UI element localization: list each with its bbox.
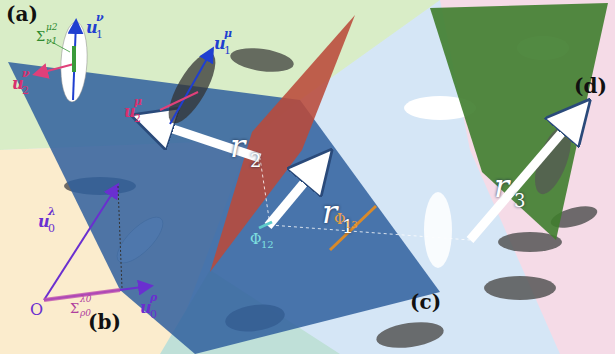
vector-sub: 1 [96, 29, 103, 40]
vector-sub: 0 [150, 309, 157, 320]
vector-sup: λ [48, 206, 56, 217]
panel-letter: (a) [6, 4, 38, 24]
panel-letter: (b) [88, 312, 121, 332]
vector-symbol: u [214, 36, 226, 52]
vector-symbol: u [124, 104, 136, 120]
covariance-sup: μ2 [46, 23, 58, 32]
vector-sup: μ [134, 96, 142, 107]
panel-letter: (c) [410, 292, 441, 312]
vector-symbol: u [140, 300, 152, 316]
normal-name: r [494, 170, 509, 202]
angle-symbol: Φ [250, 232, 261, 246]
normal-index: 3 [514, 192, 525, 210]
vector-sub: 0 [48, 223, 55, 234]
panel-letter: (d) [574, 76, 607, 96]
angle-index: 13 [345, 220, 358, 230]
vector-sub: 2 [134, 113, 141, 124]
vector-sup: μ [224, 28, 232, 39]
origin-label: O [30, 302, 43, 318]
vector-sub: 2 [22, 85, 29, 96]
covariance-symbol: Σ [36, 30, 45, 43]
vector-sup: ν [96, 12, 104, 23]
covariance-sub: ν1 [46, 37, 57, 46]
vector-sup: ν [22, 68, 30, 79]
angle-symbol: Φ [334, 212, 345, 226]
vector-sub: 1 [224, 45, 231, 56]
vector-sup: ρ [150, 292, 157, 303]
vector-symbol: u [12, 76, 24, 92]
covariance-sup: λ0 [80, 295, 91, 304]
covariance-sub: ρ0 [80, 309, 91, 318]
vector-symbol: u [38, 214, 50, 230]
vector-symbol: u [86, 20, 98, 36]
angle-index: 12 [261, 240, 274, 250]
normal-index: 2 [250, 152, 261, 170]
covariance-symbol: Σ [70, 302, 79, 315]
normal-name: r [230, 130, 245, 162]
